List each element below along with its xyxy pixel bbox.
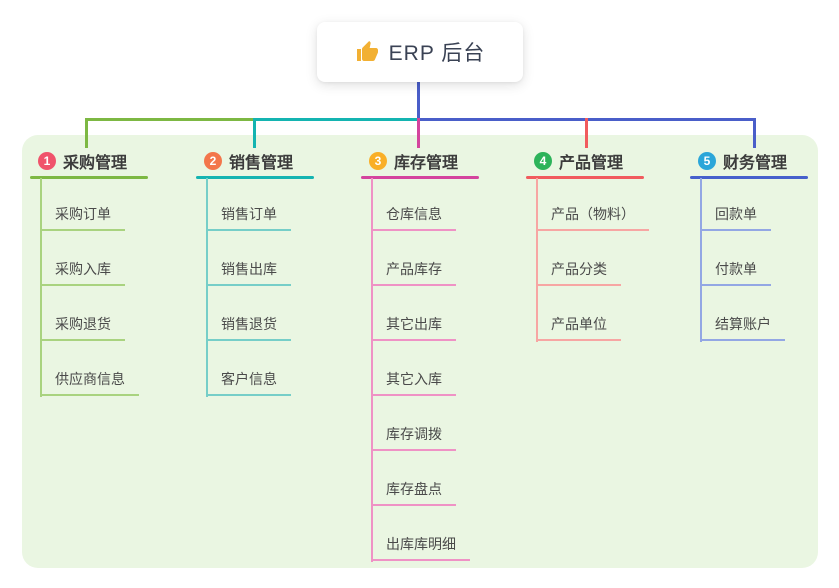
branch-label: 库存管理 [394,154,459,172]
branch-purchase-header[interactable]: 1 采购管理 [30,148,160,173]
branch-tree-line [536,178,538,342]
node-item[interactable]: 结算账户 [700,314,785,341]
node-item[interactable]: 产品库存 [371,259,456,286]
thumbs-up-icon-svg [356,41,378,61]
connector-stub-sales [253,118,256,148]
branch-underline [526,176,644,179]
branch-number-badge: 4 [534,151,552,170]
branch-number-badge: 2 [204,151,222,170]
connector-root-vertical [417,82,420,119]
connector-stub-finance [753,118,756,148]
node-item[interactable]: 销售出库 [206,259,291,286]
branch-label: 采购管理 [63,154,128,172]
node-item[interactable]: 采购入库 [40,259,125,286]
node-item[interactable]: 供应商信息 [40,369,139,396]
node-item[interactable]: 产品单位 [536,314,621,341]
connector-stub-purchase [85,118,88,148]
branch-sales: 2 销售管理 销售订单 销售出库 销售退货 客户信息 [196,148,326,397]
connector-top-teal [253,118,419,121]
thumbs-up-icon [355,40,379,64]
node-item[interactable]: 销售退货 [206,314,291,341]
branch-product: 4 产品管理 产品（物料） 产品分类 产品单位 [526,148,656,342]
root-node[interactable]: ERP 后台 [317,22,523,82]
node-item[interactable]: 回款单 [700,204,771,231]
branch-tree-line [40,178,42,397]
node-item[interactable]: 产品（物料） [536,204,649,231]
node-item[interactable]: 出库库明细 [371,534,470,561]
root-title: ERP 后台 [388,42,486,65]
branch-inventory: 3 库存管理 仓库信息 产品库存 其它出库 其它入库 库存调拨 库存盘点 出库库… [361,148,491,562]
connector-stub-inventory [417,118,420,148]
node-item[interactable]: 仓库信息 [371,204,456,231]
node-item[interactable]: 采购退货 [40,314,125,341]
branch-label: 财务管理 [723,154,788,172]
branch-finance: 5 财务管理 回款单 付款单 结算账户 [690,148,820,342]
branch-tree-line [700,178,702,342]
connector-top-green [85,118,255,121]
node-item[interactable]: 销售订单 [206,204,291,231]
branch-label: 销售管理 [229,154,294,172]
branch-number-badge: 5 [698,151,716,170]
branch-underline [690,176,808,179]
branch-inventory-header[interactable]: 3 库存管理 [361,148,491,173]
node-item[interactable]: 其它出库 [371,314,456,341]
branch-number-badge: 1 [38,151,56,170]
branch-sales-header[interactable]: 2 销售管理 [196,148,326,173]
branches-panel [22,135,818,568]
node-item[interactable]: 其它入库 [371,369,456,396]
branch-underline [361,176,479,179]
branch-underline [30,176,148,179]
node-item[interactable]: 库存盘点 [371,479,456,506]
node-item[interactable]: 采购订单 [40,204,125,231]
branch-underline [196,176,314,179]
branch-tree-line [371,178,373,562]
branch-number-badge: 3 [369,151,387,170]
branch-tree-line [206,178,208,397]
branch-product-header[interactable]: 4 产品管理 [526,148,656,173]
connector-stub-product [585,118,588,148]
node-item[interactable]: 产品分类 [536,259,621,286]
node-item[interactable]: 客户信息 [206,369,291,396]
branch-purchase: 1 采购管理 采购订单 采购入库 采购退货 供应商信息 [30,148,160,397]
node-item[interactable]: 库存调拨 [371,424,456,451]
branch-finance-header[interactable]: 5 财务管理 [690,148,820,173]
branch-label: 产品管理 [559,154,624,172]
node-item[interactable]: 付款单 [700,259,771,286]
